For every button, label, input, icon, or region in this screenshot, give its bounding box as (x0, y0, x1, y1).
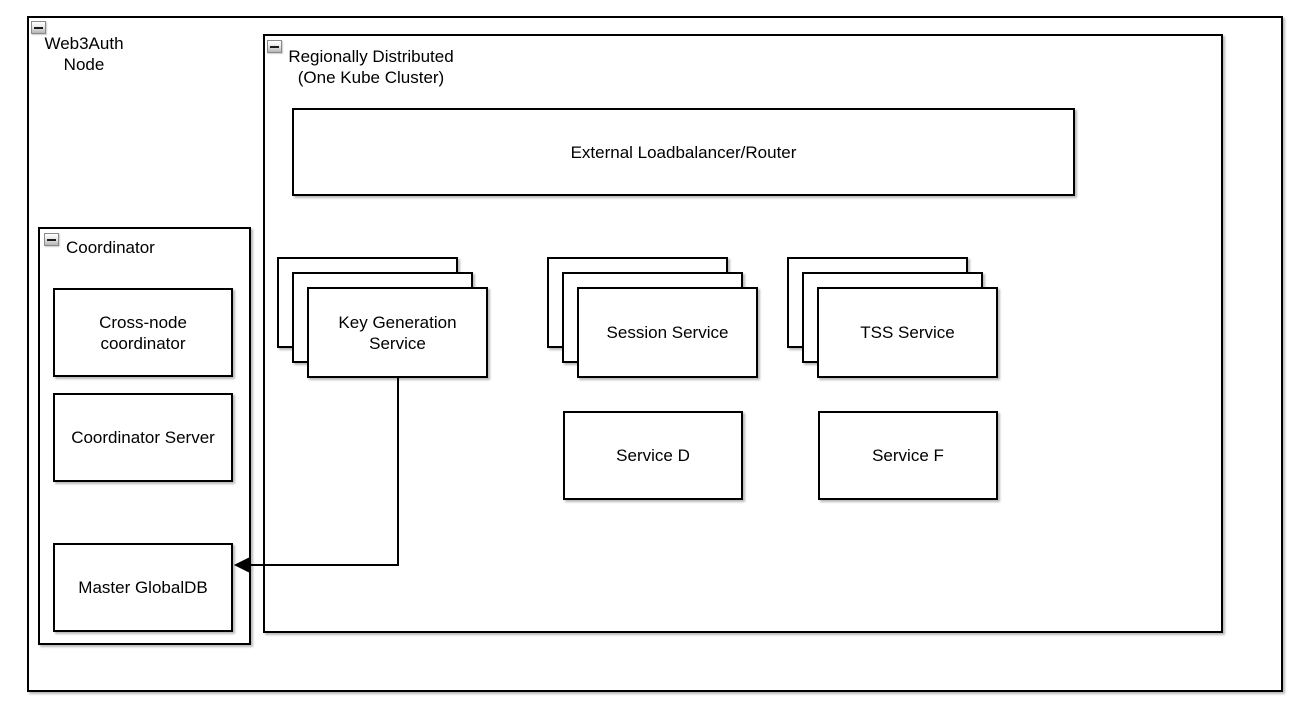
minus-icon (270, 45, 279, 48)
collapse-button-coordinator[interactable] (44, 233, 59, 246)
container-label-web3auth: Web3Auth Node (44, 34, 124, 74)
node-external-loadbalancer[interactable]: External Loadbalancer/Router (292, 108, 1075, 196)
node-coordinator-server[interactable]: Coordinator Server (53, 393, 233, 482)
node-session-service[interactable]: Session Service (577, 287, 758, 378)
minus-icon (34, 26, 43, 29)
node-tss-service[interactable]: TSS Service (817, 287, 998, 378)
container-label-coordinator: Coordinator (66, 238, 155, 257)
container-label-regional: Regionally Distributed (One Kube Cluster… (288, 47, 454, 87)
minus-icon (47, 238, 56, 241)
collapse-button-web3auth[interactable] (31, 21, 46, 34)
node-master-globaldb[interactable]: Master GlobalDB (53, 543, 233, 632)
node-service-d[interactable]: Service D (563, 411, 743, 500)
node-key-generation-service[interactable]: Key Generation Service (307, 287, 488, 378)
node-cross-node-coordinator[interactable]: Cross-node coordinator (53, 288, 233, 377)
collapse-button-regional[interactable] (267, 40, 282, 53)
node-service-f[interactable]: Service F (818, 411, 998, 500)
